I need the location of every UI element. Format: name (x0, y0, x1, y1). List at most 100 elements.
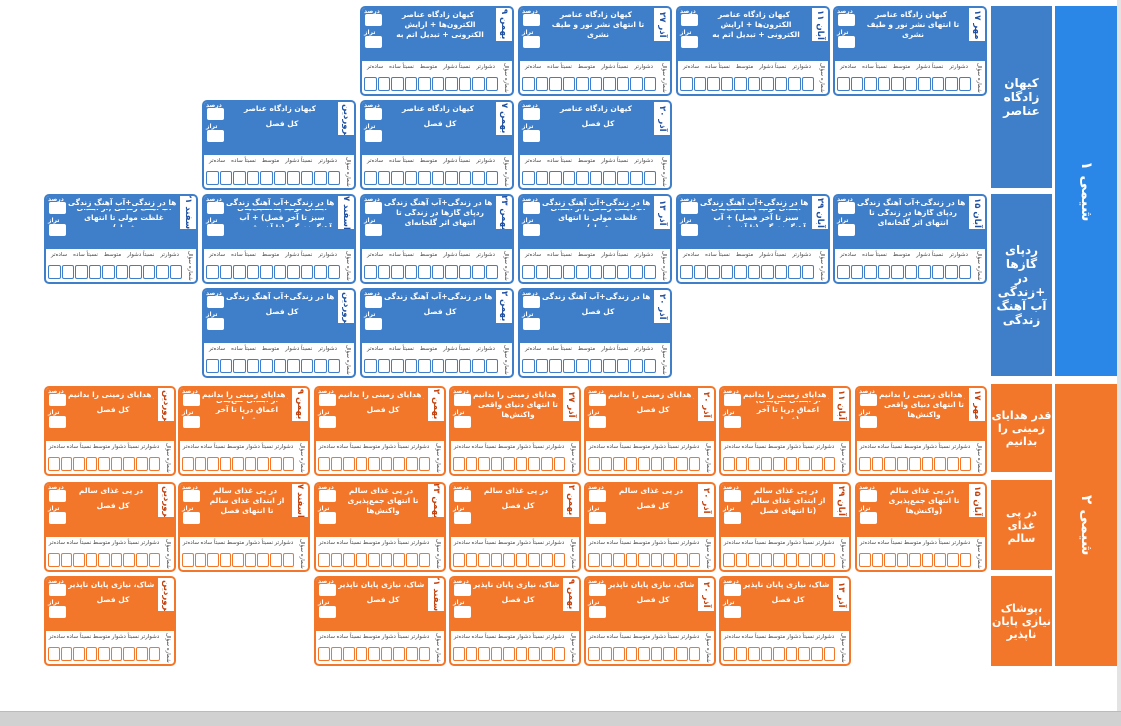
answer-box[interactable] (747, 265, 760, 279)
answer-box[interactable] (391, 265, 404, 279)
answer-box[interactable] (788, 265, 801, 279)
answer-box[interactable] (73, 457, 85, 471)
answer-box[interactable] (723, 647, 735, 661)
answer-box[interactable] (393, 553, 405, 567)
answer-box[interactable] (515, 457, 528, 471)
score-box[interactable] (365, 130, 382, 142)
answer-box[interactable] (837, 265, 850, 279)
answer-box[interactable] (576, 77, 589, 91)
answer-box[interactable] (219, 265, 232, 279)
exam-card[interactable]: ۷ اسفند ردپای گازها در زندگی+آب آهنگ زند… (202, 194, 356, 284)
answer-box[interactable] (918, 265, 931, 279)
exam-card[interactable]: ۲۳ بهمن در پی غذای سالم تا انتهای جمع‌پذ… (314, 482, 446, 572)
answer-box[interactable] (798, 553, 810, 567)
answer-box[interactable] (207, 457, 219, 471)
exam-card[interactable]: ۲۰ آذر ردپای گازها در زندگی+آب آهنگ زندگ… (518, 288, 672, 378)
exam-card[interactable]: ۱۳ آذر پوشاک، نیازی پایان ناپذیر کل فصل … (719, 576, 851, 666)
score-box[interactable] (319, 416, 336, 428)
answer-box[interactable] (300, 265, 313, 279)
answer-box[interactable] (343, 457, 355, 471)
answer-box[interactable] (377, 359, 390, 373)
answer-box[interactable] (135, 647, 148, 661)
answer-box[interactable] (959, 553, 972, 567)
answer-box[interactable] (630, 171, 643, 185)
answer-box[interactable] (528, 553, 540, 567)
answer-box[interactable] (207, 553, 219, 567)
answer-box[interactable] (760, 553, 773, 567)
percent-box[interactable] (860, 490, 877, 502)
answer-box[interactable] (300, 171, 313, 185)
answer-box[interactable] (232, 553, 244, 567)
answer-box[interactable] (194, 553, 207, 567)
answer-box[interactable] (287, 265, 300, 279)
answer-box[interactable] (616, 265, 629, 279)
answer-box[interactable] (472, 77, 485, 91)
answer-box[interactable] (616, 171, 629, 185)
answer-box[interactable] (393, 647, 405, 661)
answer-box[interactable] (148, 647, 161, 661)
answer-box[interactable] (850, 77, 863, 91)
answer-box[interactable] (282, 457, 295, 471)
answer-box[interactable] (934, 553, 946, 567)
answer-box[interactable] (562, 359, 575, 373)
exam-card[interactable]: ۱۵ آبان در پی غذای سالم تا انتهای جمع‌پذ… (855, 482, 987, 572)
percent-box[interactable] (523, 14, 540, 26)
answer-box[interactable] (958, 77, 971, 91)
answer-box[interactable] (48, 553, 60, 567)
percent-box[interactable] (589, 490, 606, 502)
score-box[interactable] (523, 224, 540, 236)
answer-box[interactable] (405, 457, 418, 471)
exam-card[interactable]: ۲ بهمن در پی غذای سالم کل فصل درصد تراز … (449, 482, 581, 572)
answer-box[interactable] (735, 553, 748, 567)
exam-card[interactable]: ۱۳ آذر ردپای گازها در زندگی+آب آهنگ زندگ… (518, 194, 672, 284)
answer-box[interactable] (734, 265, 747, 279)
answer-box[interactable] (540, 553, 553, 567)
answer-box[interactable] (675, 457, 688, 471)
percent-box[interactable] (523, 296, 540, 308)
answer-box[interactable] (909, 553, 921, 567)
percent-box[interactable] (454, 490, 471, 502)
score-box[interactable] (523, 130, 540, 142)
answer-box[interactable] (540, 647, 553, 661)
answer-box[interactable] (257, 457, 269, 471)
score-box[interactable] (365, 318, 382, 330)
answer-box[interactable] (904, 77, 917, 91)
answer-box[interactable] (48, 265, 61, 279)
answer-box[interactable] (896, 457, 909, 471)
exam-card[interactable]: ۲۹ آبان در پی غذای سالم از ابتدای غذای س… (719, 482, 851, 572)
percent-box[interactable] (724, 584, 741, 596)
answer-box[interactable] (60, 553, 73, 567)
answer-box[interactable] (472, 171, 485, 185)
percent-box[interactable] (319, 584, 336, 596)
exam-card[interactable]: ۲۰ آذر قدر هدایای زمینی را بدانیم کل فصل… (584, 386, 716, 476)
answer-box[interactable] (156, 265, 169, 279)
answer-box[interactable] (588, 457, 600, 471)
answer-box[interactable] (206, 359, 219, 373)
exam-card[interactable]: ۷ بهمن کیهان زادگاه عناصر کل فصل درصد تر… (360, 100, 514, 190)
answer-box[interactable] (123, 553, 135, 567)
percent-box[interactable] (454, 394, 471, 406)
exam-card[interactable]: ۲۱ اسفند ردپای گازها در زندگی+آب آهنگ زن… (44, 194, 198, 284)
answer-box[interactable] (282, 553, 295, 567)
answer-box[interactable] (98, 553, 110, 567)
answer-box[interactable] (287, 359, 300, 373)
exam-card[interactable]: ۷ فروردین ردپای گازها در زندگی+آب آهنگ ز… (202, 288, 356, 378)
score-box[interactable] (860, 416, 877, 428)
answer-box[interactable] (528, 647, 540, 661)
answer-box[interactable] (785, 457, 798, 471)
answer-box[interactable] (864, 265, 877, 279)
answer-box[interactable] (535, 359, 548, 373)
percent-box[interactable] (207, 296, 224, 308)
score-box[interactable] (49, 416, 66, 428)
exam-card[interactable]: ۲۰ آذر در پی غذای سالم کل فصل درصد تراز … (584, 482, 716, 572)
answer-box[interactable] (871, 553, 884, 567)
answer-box[interactable] (921, 457, 934, 471)
answer-box[interactable] (576, 265, 589, 279)
answer-box[interactable] (110, 647, 123, 661)
answer-box[interactable] (921, 553, 934, 567)
percent-box[interactable] (365, 202, 382, 214)
answer-box[interactable] (327, 265, 340, 279)
answer-box[interactable] (909, 457, 921, 471)
answer-box[interactable] (663, 457, 675, 471)
score-box[interactable] (454, 416, 471, 428)
